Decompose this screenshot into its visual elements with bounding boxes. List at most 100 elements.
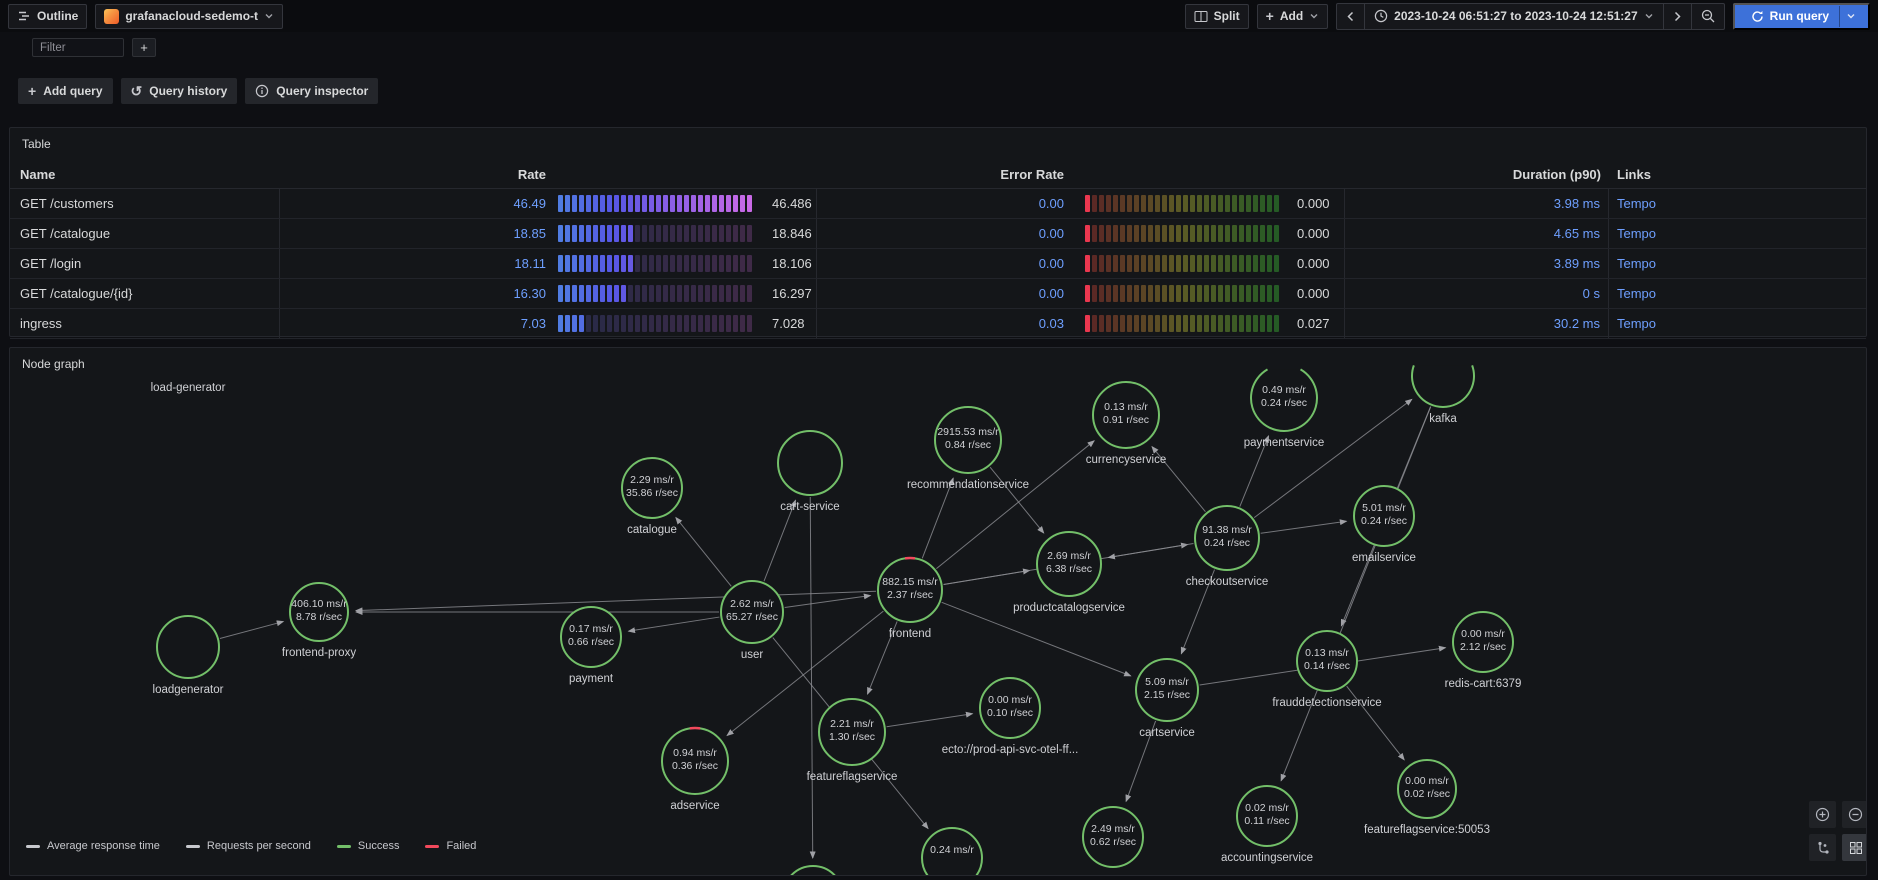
node-label-recommendationservice[interactable]: recommendationservice — [906, 479, 1030, 491]
node-label-ecto[interactable]: ecto://prod-api-svc-otel-ff... — [941, 744, 1079, 756]
add-filter-button[interactable]: + — [132, 38, 156, 57]
query-history-button[interactable]: ↺ Query history — [120, 78, 238, 104]
edge-recommendationservice-productcatalogservice[interactable] — [989, 466, 1045, 534]
node-circle-frauddetectionservice[interactable] — [1296, 630, 1358, 692]
edge-checkoutservice-currencyservice[interactable] — [1151, 445, 1206, 513]
datasource-picker[interactable]: grafanacloud-sedemo-t — [95, 3, 284, 29]
node-label-emailservice[interactable]: emailservice — [1352, 552, 1416, 564]
node-label-adservice[interactable]: adservice — [670, 800, 720, 812]
column-header-duration[interactable]: Duration (p90) — [1512, 166, 1601, 182]
edge-frontend-frontend-proxy[interactable] — [354, 590, 877, 614]
node-circle-redis-cart[interactable] — [1452, 611, 1514, 673]
query-inspector-button[interactable]: Query inspector — [245, 78, 379, 104]
edge-frontend-featureflagservice[interactable] — [867, 621, 898, 695]
zoom-out-button[interactable] — [1842, 801, 1866, 828]
edge-user-frontend[interactable] — [784, 593, 872, 608]
node-circle-productcatalogservice[interactable] — [1036, 531, 1102, 597]
node-label-catalogue[interactable]: catalogue — [627, 524, 677, 536]
node-circle-node024[interactable] — [921, 827, 983, 875]
tempo-link[interactable]: Tempo — [1617, 286, 1657, 301]
column-header-name[interactable]: Name — [20, 166, 56, 182]
node-label-cart-service[interactable]: cart-service — [780, 501, 840, 513]
layout-button[interactable] — [1809, 834, 1836, 861]
column-header-links[interactable]: Links — [1617, 166, 1651, 182]
node-label-load-generator-label[interactable]: load-generator — [150, 382, 226, 394]
column-header-rate[interactable]: Rate — [517, 166, 546, 182]
edge-frontend-cartservice[interactable] — [941, 601, 1132, 677]
node-circle-paymentservice[interactable] — [1250, 368, 1318, 432]
edge-loadgenerator-frontend-proxy[interactable] — [219, 620, 285, 639]
node-circle-catalogue[interactable] — [621, 457, 683, 519]
edge-cart-service-partialBL[interactable] — [809, 496, 816, 860]
tempo-link[interactable]: Tempo — [1617, 196, 1657, 211]
node-circle-frontend-proxy[interactable] — [289, 582, 349, 642]
node-label-loadgenerator[interactable]: loadgenerator — [152, 684, 224, 696]
time-range-picker[interactable]: 2023-10-24 06:51:27 to 2023-10-24 12:51:… — [1364, 3, 1663, 29]
split-button[interactable]: Split — [1184, 3, 1249, 29]
node-label-user[interactable]: user — [740, 649, 764, 661]
node-circle-node249[interactable] — [1082, 806, 1144, 868]
node-label-accountingservice[interactable]: accountingservice — [1220, 852, 1314, 864]
tempo-link[interactable]: Tempo — [1617, 256, 1657, 271]
tempo-link[interactable]: Tempo — [1617, 226, 1657, 241]
edge-checkoutservice-kafka[interactable] — [1253, 398, 1413, 519]
edge-frauddetectionservice-ffs50053[interactable] — [1346, 685, 1405, 761]
node-label-payment[interactable]: payment — [568, 673, 614, 685]
node-label-cartservice[interactable]: cartservice — [1139, 727, 1195, 739]
node-circle-checkoutservice[interactable] — [1194, 505, 1260, 571]
node-circle-currencyservice[interactable] — [1092, 381, 1160, 449]
time-back-button[interactable] — [1337, 4, 1364, 29]
node-circle-cart-service[interactable] — [777, 430, 843, 496]
edge-frontend-currencyservice[interactable] — [936, 440, 1095, 569]
run-query-caret[interactable] — [1839, 5, 1862, 27]
edge-checkoutservice-cartservice[interactable] — [1180, 569, 1215, 655]
edge-cartservice-node249[interactable] — [1125, 720, 1157, 803]
node-label-redis-cart[interactable]: redis-cart:6379 — [1444, 678, 1522, 690]
edge-featureflagservice-ecto[interactable] — [886, 711, 974, 728]
zoom-out-time-button[interactable] — [1690, 3, 1724, 29]
node-label-frontend-proxy[interactable]: frontend-proxy — [281, 647, 357, 659]
node-label-featureflagservice[interactable]: featureflagservice — [806, 771, 898, 783]
edge-user-catalogue[interactable] — [675, 516, 732, 587]
node-label-productcatalogservice[interactable]: productcatalogservice — [1013, 602, 1125, 614]
edge-frontend-recommendationservice[interactable] — [921, 477, 954, 559]
node-circle-featureflagservice[interactable] — [818, 698, 886, 766]
filter-input[interactable]: Filter — [32, 38, 124, 57]
node-circle-kafka[interactable] — [1411, 365, 1475, 408]
edge-checkoutservice-productcatalogservice[interactable] — [1107, 543, 1194, 560]
node-circle-recommendationservice[interactable] — [934, 406, 1002, 474]
node-circle-payment[interactable] — [560, 606, 622, 668]
node-circle-partialBL[interactable] — [783, 865, 843, 875]
edge-kafka-accountingservice[interactable] — [1280, 406, 1432, 782]
outline-button[interactable]: Outline — [8, 3, 88, 29]
node-circle-ecto[interactable] — [979, 677, 1041, 739]
node-circle-cartservice[interactable] — [1135, 658, 1199, 722]
time-forward-button[interactable] — [1662, 3, 1691, 29]
add-query-button[interactable]: + Add query — [18, 78, 113, 104]
node-graph-canvas[interactable] — [10, 348, 1866, 875]
node-stats-node024[interactable]: 0.24 ms/r — [904, 844, 1000, 857]
column-header-error-rate[interactable]: Error Rate — [1000, 166, 1064, 182]
node-label-paymentservice[interactable]: paymentservice — [1243, 437, 1325, 449]
edge-checkoutservice-emailservice[interactable] — [1260, 519, 1348, 534]
node-label-currencyservice[interactable]: currencyservice — [1085, 454, 1167, 466]
node-label-frontend[interactable]: frontend — [888, 628, 932, 640]
node-circle-user[interactable] — [720, 580, 784, 644]
